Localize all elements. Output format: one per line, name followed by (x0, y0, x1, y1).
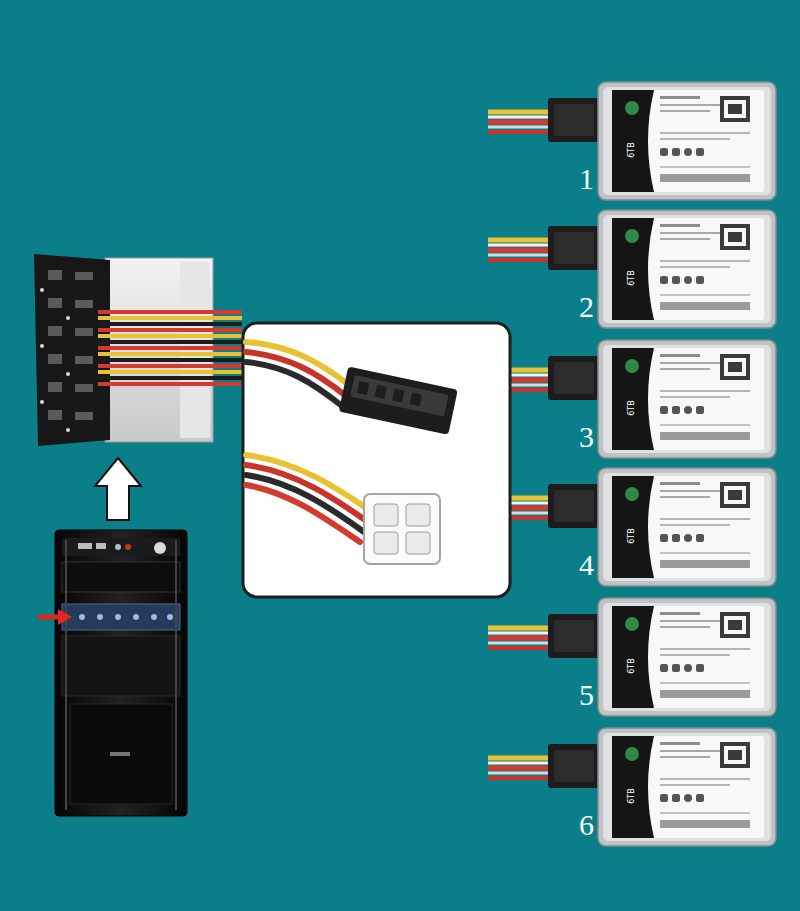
capacity-label: 6TB (628, 529, 636, 544)
callout-number: 3 (579, 422, 594, 452)
hard-drive: 6TB 6 (560, 728, 778, 848)
hard-drive: 6TB 3 (560, 340, 778, 460)
hard-drive: 6TB 4 (560, 468, 778, 588)
capacity-label: 6TB (628, 401, 636, 416)
capacity-label: 6TB (628, 271, 636, 286)
capacity-label: 6TB (628, 143, 636, 158)
capacity-label: 6TB (628, 789, 636, 804)
callout-number: 1 (579, 164, 594, 194)
hard-drive: 6TB 5 (560, 598, 778, 718)
callout-number: 5 (579, 680, 594, 710)
hard-drive: 6TB 1 (560, 82, 778, 202)
capacity-label: 6TB (628, 659, 636, 674)
callout-number: 6 (579, 810, 594, 840)
hard-drive: 6TB 2 (560, 210, 778, 330)
callout-number: 2 (579, 292, 594, 322)
callout-number: 4 (579, 550, 594, 580)
